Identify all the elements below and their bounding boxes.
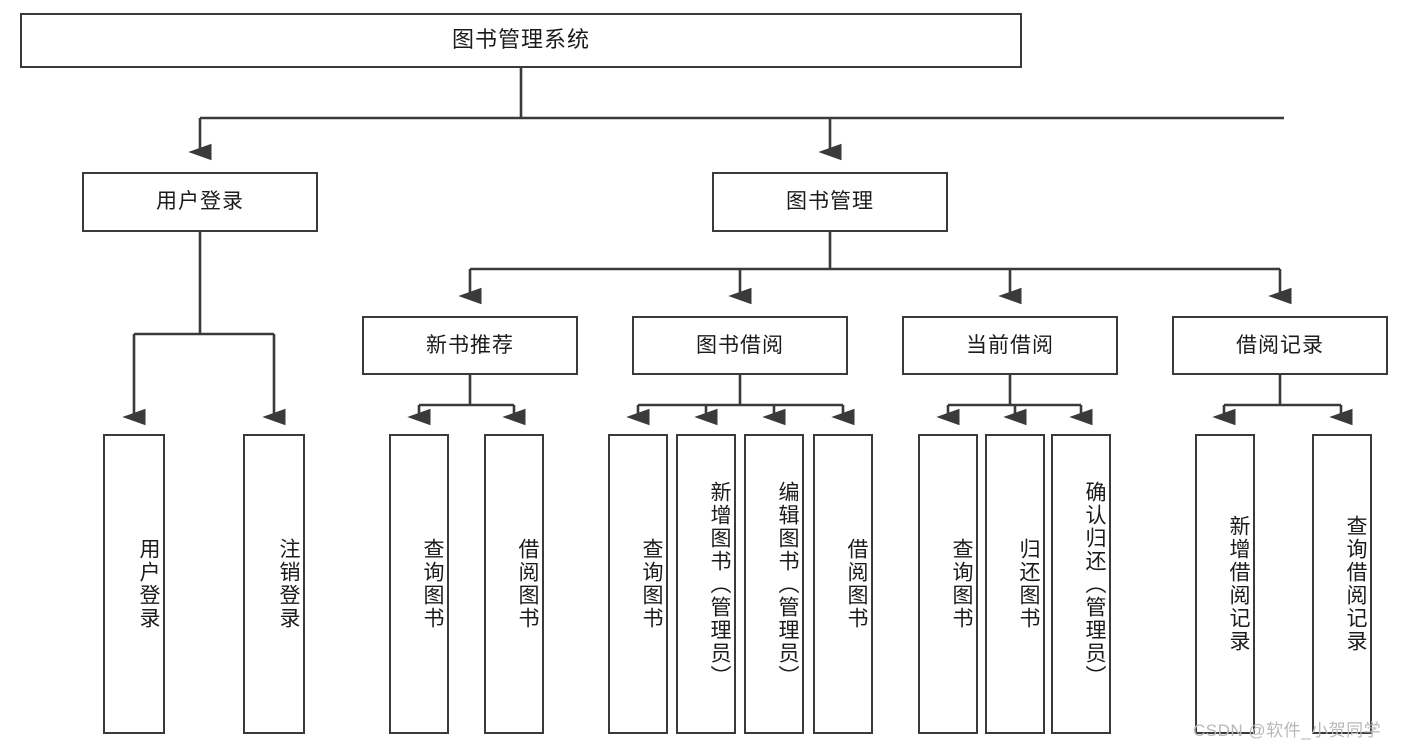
leaf-label: 查询图书 xyxy=(421,538,444,630)
node-user-login[interactable]: 用户登录 xyxy=(82,172,318,232)
leaf-confirm-return[interactable]: 确认归还（管理员） xyxy=(1051,434,1111,734)
leaf-borrow-book-1[interactable]: 借阅图书 xyxy=(484,434,544,734)
leaf-label: 查询图书 xyxy=(640,538,663,630)
leaf-label: 确认归还（管理员） xyxy=(1083,480,1106,688)
leaf-label: 注销登录 xyxy=(277,538,300,630)
node-borrow-record[interactable]: 借阅记录 xyxy=(1172,316,1388,375)
node-book-management[interactable]: 图书管理 xyxy=(712,172,948,232)
leaf-query-book-1[interactable]: 查询图书 xyxy=(389,434,449,734)
leaf-label: 新增借阅记录 xyxy=(1227,515,1250,653)
leaf-label: 新增图书（管理员） xyxy=(708,480,731,688)
csdn-watermark: CSDN @软件_小贺同学 xyxy=(1193,721,1382,740)
leaf-user-login[interactable]: 用户登录 xyxy=(103,434,165,734)
leaf-query-book-3[interactable]: 查询图书 xyxy=(918,434,978,734)
leaf-query-record[interactable]: 查询借阅记录 xyxy=(1312,434,1372,734)
leaf-add-book[interactable]: 新增图书（管理员） xyxy=(676,434,736,734)
leaf-add-record[interactable]: 新增借阅记录 xyxy=(1195,434,1255,734)
leaf-label: 查询借阅记录 xyxy=(1344,515,1367,653)
leaf-user-logout[interactable]: 注销登录 xyxy=(243,434,305,734)
leaf-label: 借阅图书 xyxy=(516,538,539,630)
leaf-return-book[interactable]: 归还图书 xyxy=(985,434,1045,734)
leaf-query-book-2[interactable]: 查询图书 xyxy=(608,434,668,734)
node-root[interactable]: 图书管理系统 xyxy=(20,13,1022,68)
leaf-label: 查询图书 xyxy=(950,538,973,630)
leaf-label: 编辑图书（管理员） xyxy=(776,480,799,688)
node-new-book-recommend[interactable]: 新书推荐 xyxy=(362,316,578,375)
leaf-borrow-book-2[interactable]: 借阅图书 xyxy=(813,434,873,734)
leaf-edit-book[interactable]: 编辑图书（管理员） xyxy=(744,434,804,734)
leaf-label: 用户登录 xyxy=(137,538,160,630)
node-current-borrow[interactable]: 当前借阅 xyxy=(902,316,1118,375)
node-book-borrow[interactable]: 图书借阅 xyxy=(632,316,848,375)
leaf-label: 归还图书 xyxy=(1017,538,1040,630)
leaf-label: 借阅图书 xyxy=(845,538,868,630)
